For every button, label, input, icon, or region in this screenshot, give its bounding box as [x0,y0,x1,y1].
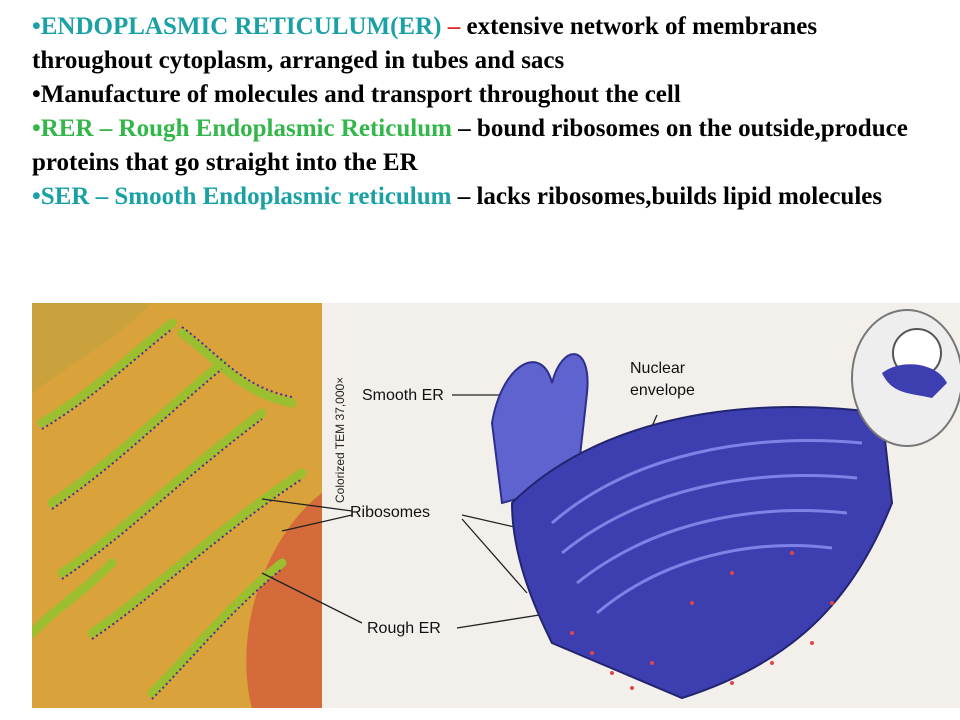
bullet-list: •ENDOPLASMIC RETICULUM(ER) – extensive n… [32,10,942,214]
bullet-function: •Manufacture of molecules and transport … [32,78,942,112]
bullet-rer-title: •RER – Rough Endoplasmic Reticulum [32,115,452,142]
ribosomes-label: Ribosomes [350,504,430,521]
bullet-ser-title: •SER – Smooth Endoplasmic reticulum [32,183,452,210]
er-figure: Colorized TEM 37,000× [32,303,960,708]
ribosomes-leader-1 [261,498,353,512]
bullet-er-dash: – [447,13,461,40]
ribosomes-leader-2 [281,514,353,532]
micrograph-ribosomes [41,326,303,700]
tem-magnification-label: Colorized TEM 37,000× [333,377,347,503]
bullet-rer-text: – bound ribosomes on the outside,produce… [32,115,908,176]
cell-inset-thumbnail [851,309,960,447]
rough-er-label: Rough ER [367,620,441,637]
nuclear-envelope-label-line2: envelope [630,382,695,399]
micrograph-corner [32,303,152,393]
cisternae-folds [551,439,863,615]
bullet-er-text: extensive network of membranes throughou… [32,13,818,74]
bullet-rer: •RER – Rough Endoplasmic Reticulum – bou… [32,112,942,180]
figure-labels: Smooth ER Ribosomes Rough ER Nuclear env… [350,360,695,637]
er-3d-diagram [490,353,894,700]
micrograph-er-membranes [32,318,307,698]
bullet-function-text: Manufacture of molecules and transport t… [40,81,681,108]
bullet-er-title: •ENDOPLASMIC RETICULUM(ER) [32,13,448,40]
smooth-er-label: Smooth ER [362,387,444,404]
bullet-function-marker: • [32,81,41,108]
rough-er-leader-2 [456,612,553,629]
micrograph-nucleus [246,493,322,708]
er-illustration: Colorized TEM 37,000× [32,303,960,708]
ribosomes-leader-4 [461,518,528,594]
rough-er-cisternae [510,406,894,700]
bullet-er-definition: •ENDOPLASMIC RETICULUM(ER) – extensive n… [32,10,942,78]
bullet-ser-text: – lacks ribosomes,builds lipid molecules [451,183,883,210]
bullet-ser: •SER – Smooth Endoplasmic reticulum – la… [32,180,942,214]
tem-micrograph: Colorized TEM 37,000× [32,303,347,708]
cell-er-highlight [882,364,947,398]
nuclear-envelope-label-line1: Nuclear [630,360,686,377]
diagram-ribosome-dots [570,551,834,690]
rough-er-leader-1 [261,572,363,624]
